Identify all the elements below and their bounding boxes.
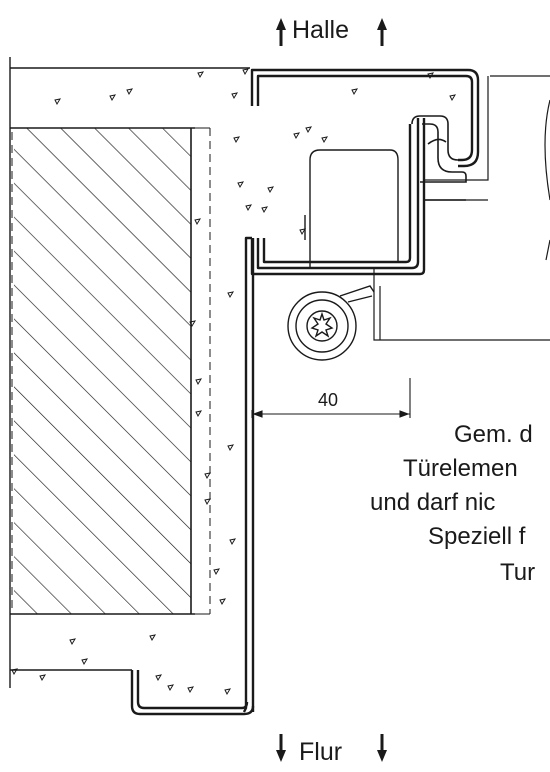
note-line: Speziell f [428,523,526,550]
note-line: Türelemen [403,455,518,482]
arrow-up-icon [276,18,286,46]
dimension-line: 40 [251,378,411,418]
arrow-down-icon [276,734,286,762]
dimension-value: 40 [318,390,338,410]
steel-door-frame-profile [130,68,480,716]
hinge-screw [287,285,375,361]
door-seal-gasket [411,115,467,201]
top-direction-label: Halle [276,16,387,46]
note-text: Gem. d Türelemen und darf nic Speziell f… [370,421,535,586]
door-leaf [373,75,550,341]
note-line: und darf nic [370,489,495,516]
top-label: Halle [292,16,349,44]
torx-drive-icon [310,311,334,338]
concrete-aggregate-marks [11,68,457,696]
masonry-block [11,127,211,615]
arrow-down-icon [377,734,387,762]
note-line: Gem. d [454,421,533,448]
note-line: Tur [500,559,535,586]
bottom-direction-label: Flur [276,734,387,766]
anchor-block [304,149,399,268]
arrow-up-icon [377,18,387,46]
bottom-label: Flur [299,738,342,766]
